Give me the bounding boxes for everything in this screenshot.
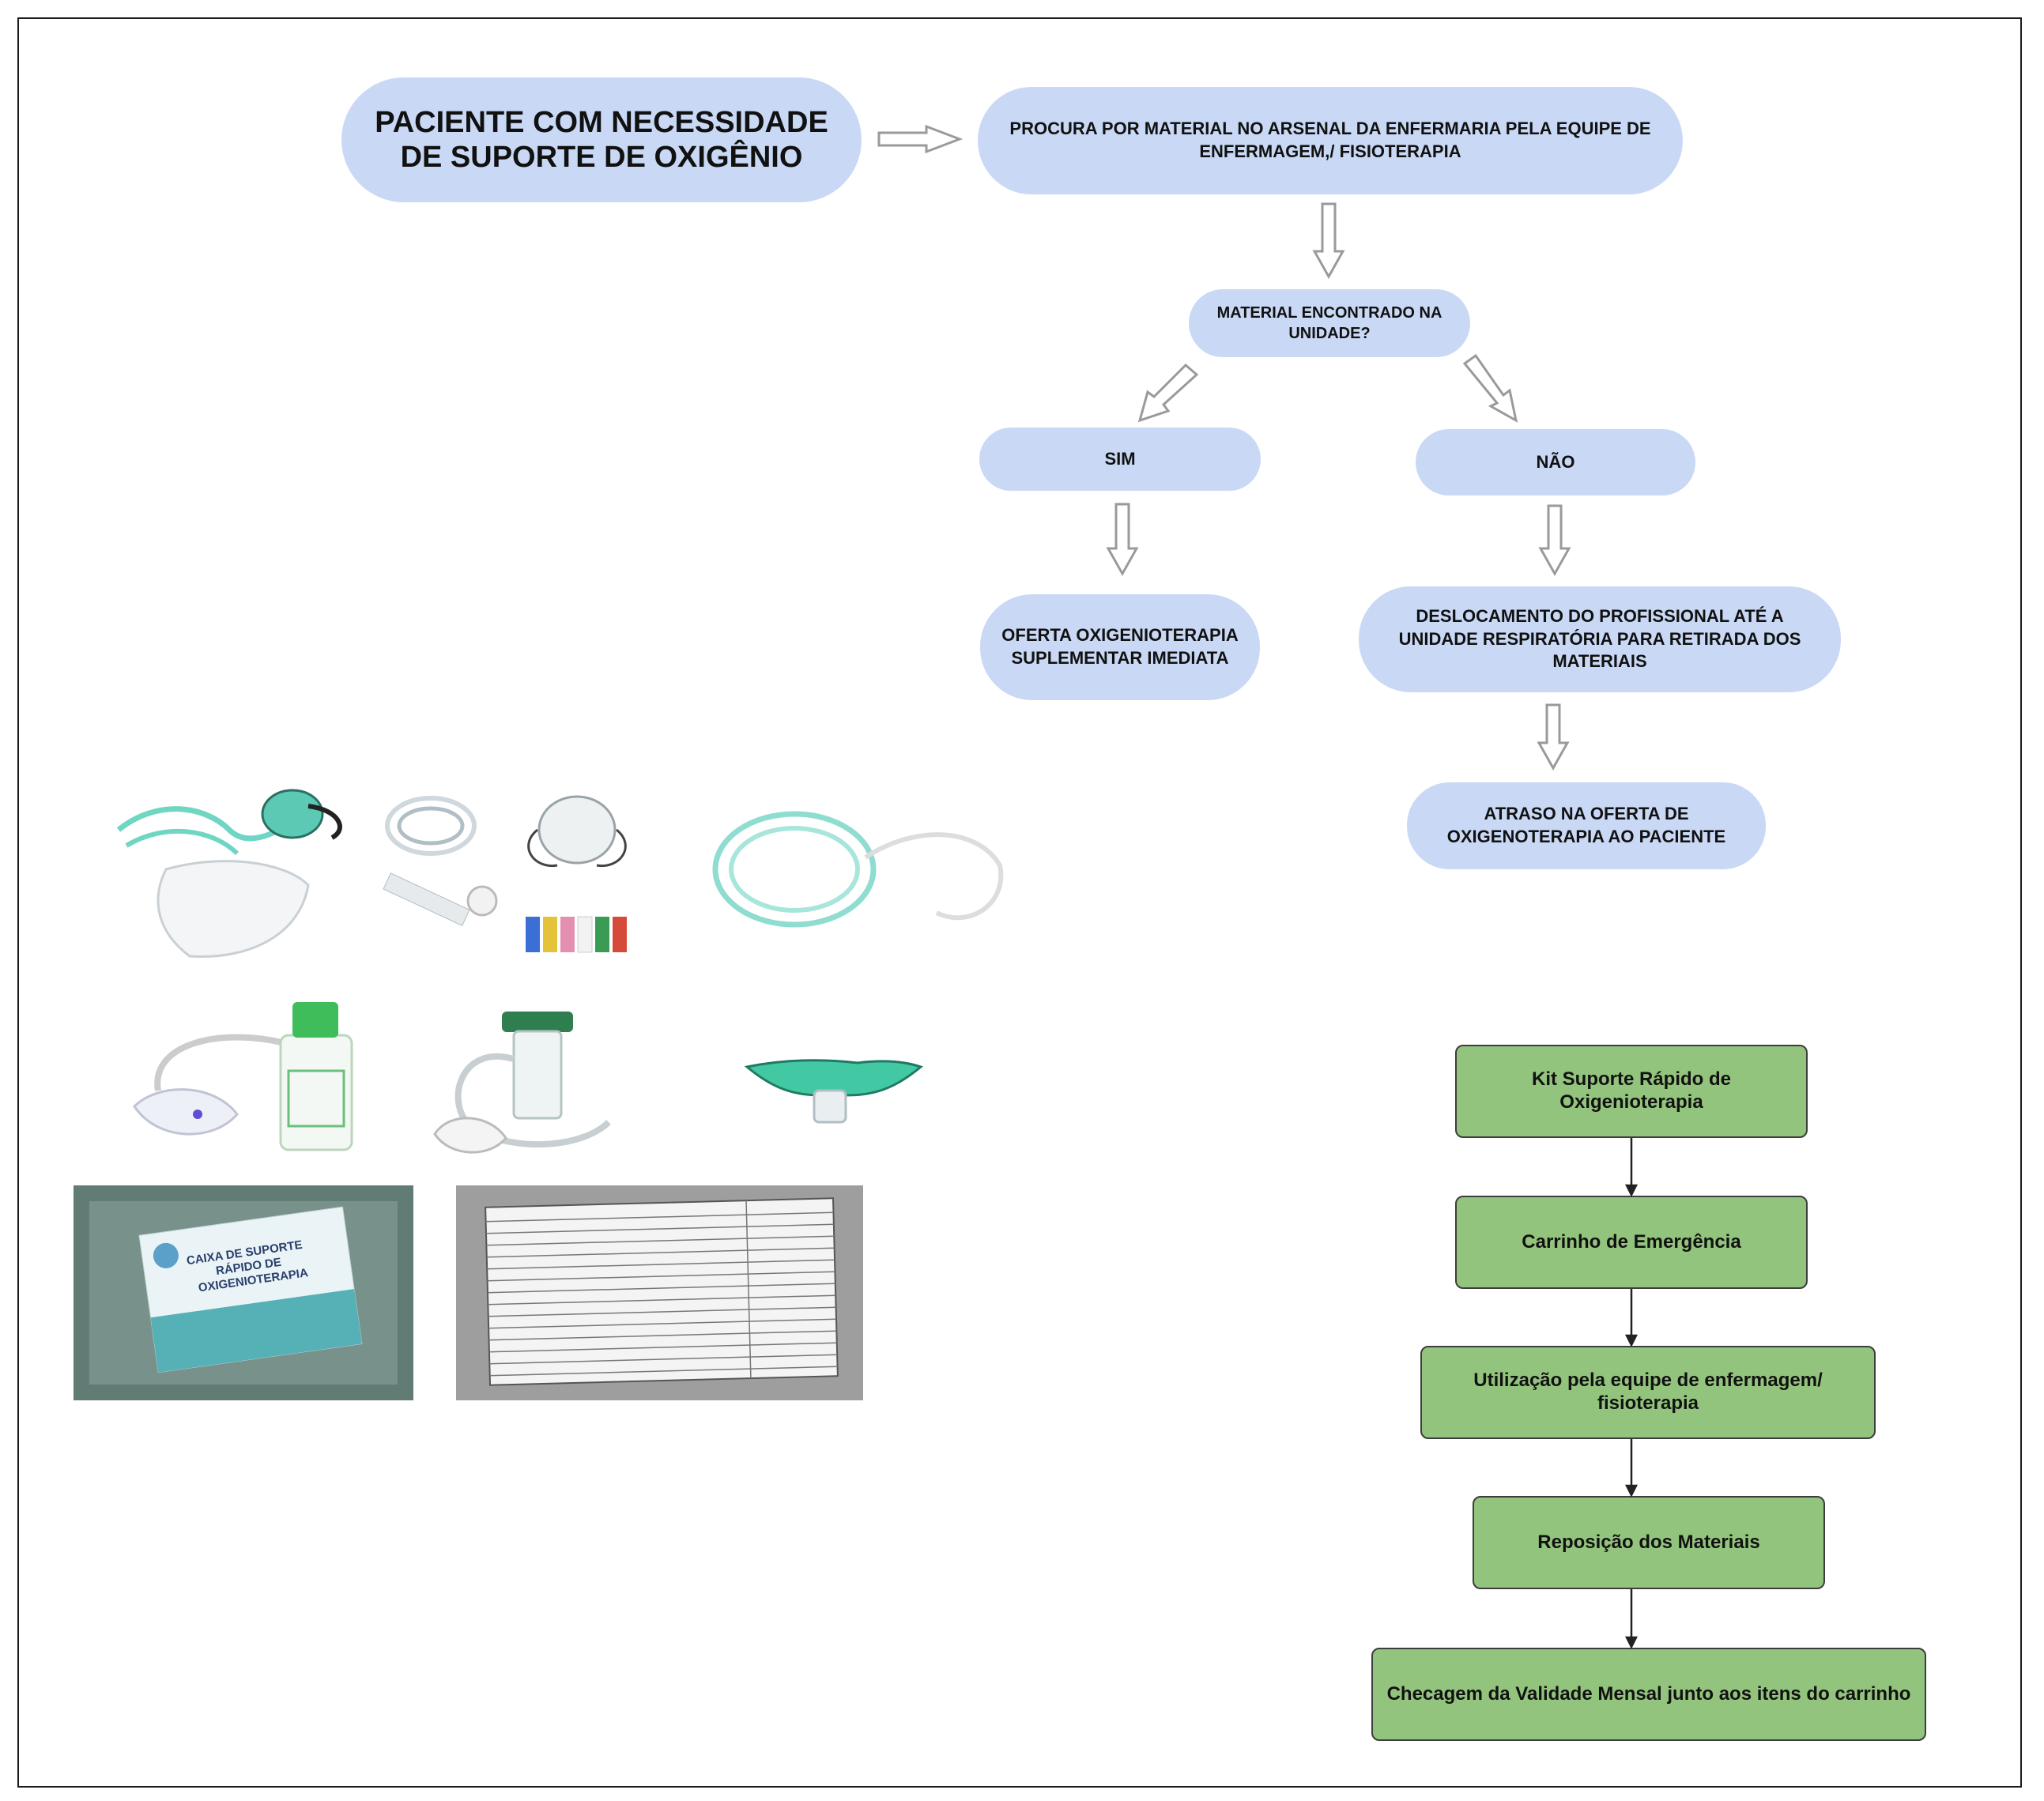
arrow-yes-to-offer [1106,503,1139,577]
kit-box-photo: CAIXA DE SUPORTE RÁPIDO DE OXIGENIOTERAP… [74,1185,413,1400]
restock-node: Reposição dos Materiais [1473,1496,1825,1589]
displacement-node: DESLOCAMENTO DO PROFISSIONAL ATÉ A UNIDA… [1359,586,1841,692]
offer-node: OFERTA OXIGENIOTERAPIA SUPLEMENTAR IMEDI… [980,594,1260,700]
figure-frame [17,17,2022,1788]
nasal-cannula-image [712,811,1004,928]
kit-node: Kit Suporte Rápido de Oxigenioterapia [1455,1045,1808,1138]
no-node: NÃO [1416,429,1695,495]
arrow-decision-to-no [1462,353,1518,423]
arrow-decision-to-yes [1137,363,1199,423]
decision-node: MATERIAL ENCONTRADO NA UNIDADE? [1189,289,1470,357]
arrow-displacement-to-delay [1537,703,1570,771]
humidifier-mask-image [133,1002,353,1151]
arrow-no-to-displacement [1538,504,1571,577]
tubing-and-mask-kit-image [383,795,627,953]
cart-node: Carrinho de Emergência [1455,1196,1808,1289]
venturi-mask-image [744,1059,924,1124]
yes-node: SIM [979,428,1261,491]
search-node: PROCURA POR MATERIAL NO ARSENAL DA ENFER… [978,87,1683,194]
nebulizer-kit-image [433,1012,611,1154]
start-node: PACIENTE COM NECESSIDADE DE SUPORTE DE O… [341,77,862,202]
arrow-search-to-decision [1312,202,1345,280]
checklist-photo [456,1185,863,1400]
arrow-start-to-search [877,124,964,154]
check-node: Checagem da Validade Mensal junto aos it… [1371,1648,1926,1741]
nonrebreather-mask-image [116,789,342,958]
delay-node: ATRASO NA OFERTA DE OXIGENOTERAPIA AO PA… [1407,782,1766,869]
use-node: Utilização pela equipe de enfermagem/ fi… [1420,1346,1876,1439]
